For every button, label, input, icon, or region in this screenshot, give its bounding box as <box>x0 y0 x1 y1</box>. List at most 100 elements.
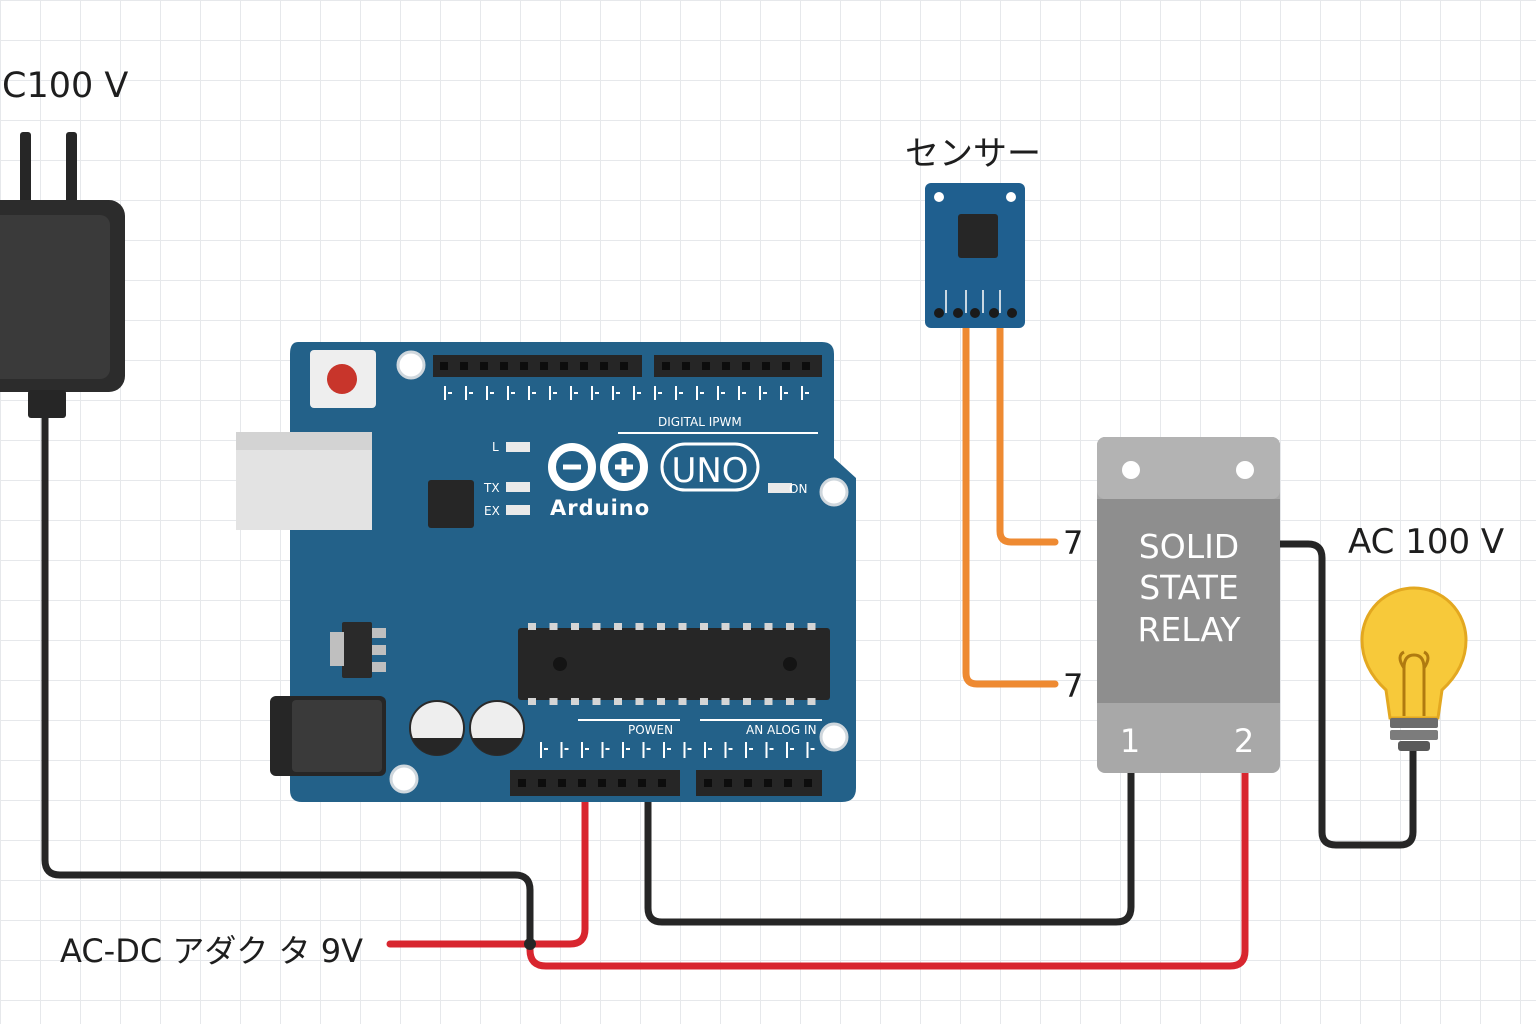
adapter-label: AC-DC アダク タ 9V <box>60 932 363 970</box>
pin-label-mark <box>683 742 686 758</box>
uno-badge <box>660 442 760 492</box>
pin-label-mark <box>679 392 683 394</box>
reset-button-cap <box>327 364 357 394</box>
power-header <box>510 770 680 796</box>
header-socket <box>782 362 790 370</box>
pin-label-mark <box>759 386 761 400</box>
wire-red-input <box>386 776 589 948</box>
sensor-mount-hole <box>1006 192 1016 202</box>
header-socket <box>538 779 546 787</box>
pin-label-mark <box>663 742 665 758</box>
pin-label-mark <box>637 392 641 394</box>
chip-pin <box>571 623 579 630</box>
relay-text-line2: STATE <box>1139 568 1239 607</box>
chip-pin <box>657 698 665 705</box>
mount-hole <box>396 350 426 380</box>
chip-pin <box>678 623 687 630</box>
chip-pin <box>614 698 622 705</box>
pin-label-mark <box>585 748 589 750</box>
header-socket <box>618 779 626 787</box>
sensor-pin <box>1007 308 1017 318</box>
header-socket <box>784 779 792 787</box>
header-socket <box>598 779 606 787</box>
header-socket <box>762 362 770 370</box>
header-socket <box>804 779 812 787</box>
pin-labels <box>444 386 809 400</box>
pin-label-mark <box>806 742 809 758</box>
header-socket <box>658 779 666 787</box>
relay-pin-label-top: 7 <box>1063 524 1084 562</box>
board-brand: Arduino <box>550 496 650 520</box>
pin-labels <box>540 742 815 758</box>
pin-label-mark <box>544 748 548 750</box>
arduino-logo-icon <box>548 443 648 491</box>
digital-header-label: DIGITAL IPWM <box>658 415 742 429</box>
led-on <box>768 483 792 493</box>
pin-label-mark <box>728 748 733 750</box>
sensor-module <box>925 183 1025 328</box>
header-socket <box>540 362 548 370</box>
pin-label-mark <box>581 742 583 758</box>
pin-label-mark <box>595 392 599 394</box>
mount-hole <box>819 477 849 507</box>
pin-label-mark <box>448 392 452 394</box>
pin-label-mark <box>601 742 604 758</box>
pin-label-mark <box>560 742 563 758</box>
pin-label-mark <box>549 386 551 400</box>
adapter-cable <box>41 406 534 948</box>
relay-terminal-2-label: 2 <box>1234 722 1254 760</box>
chip-pin <box>721 623 730 630</box>
pin-label-mark <box>667 748 671 750</box>
header-socket <box>638 779 646 787</box>
pin-label-mark <box>511 392 515 394</box>
header-socket <box>802 362 810 370</box>
chip-pin <box>549 698 558 705</box>
sensor-pin <box>970 308 980 318</box>
header-socket <box>520 362 528 370</box>
chip-pin <box>786 698 794 705</box>
relay-text-line3: RELAY <box>1137 610 1241 649</box>
chip-pin <box>528 698 536 705</box>
led-tx <box>506 482 530 492</box>
pin-label-mark <box>675 386 677 400</box>
pin-label-mark <box>591 386 593 400</box>
pin-label-mark <box>490 392 494 394</box>
header-socket <box>600 362 608 370</box>
header-socket <box>704 779 712 787</box>
chip-pin <box>807 623 816 630</box>
header-socket <box>620 362 628 370</box>
header-socket <box>460 362 468 370</box>
pin-label-mark <box>708 748 712 750</box>
ac-input-label: C100 V <box>2 66 129 106</box>
chip-pin <box>614 623 622 630</box>
adapter-strain-relief <box>28 390 66 418</box>
header-socket <box>722 362 730 370</box>
pin-label-mark <box>717 386 719 400</box>
pin-label-mark <box>486 386 488 400</box>
chip-pin <box>635 623 644 630</box>
voltage-regulator <box>342 622 372 678</box>
pin-label-mark <box>540 742 542 758</box>
pin-label-mark <box>658 392 662 394</box>
bulb-base <box>1390 718 1438 728</box>
chip-pin <box>549 623 558 630</box>
solid-state-relay: SOLID STATE RELAY 1 2 <box>1097 437 1280 773</box>
pin-label-mark <box>769 748 774 750</box>
pin-label-mark <box>444 386 446 400</box>
header-socket <box>702 362 710 370</box>
pin-label-mark <box>564 748 569 750</box>
chip-pin <box>807 698 816 705</box>
chip-pin <box>657 623 665 630</box>
chip-pin <box>721 698 730 705</box>
pin-label-mark <box>721 392 725 394</box>
pin-label-mark <box>553 392 557 394</box>
digital-header-left <box>433 355 642 377</box>
chip-pin <box>528 623 536 630</box>
usb-chip <box>428 480 474 528</box>
header-socket <box>744 779 752 787</box>
mount-hole <box>819 722 849 752</box>
pin-label-mark <box>465 386 467 400</box>
relay-top-tab <box>1097 437 1280 499</box>
analog-header <box>696 770 822 796</box>
